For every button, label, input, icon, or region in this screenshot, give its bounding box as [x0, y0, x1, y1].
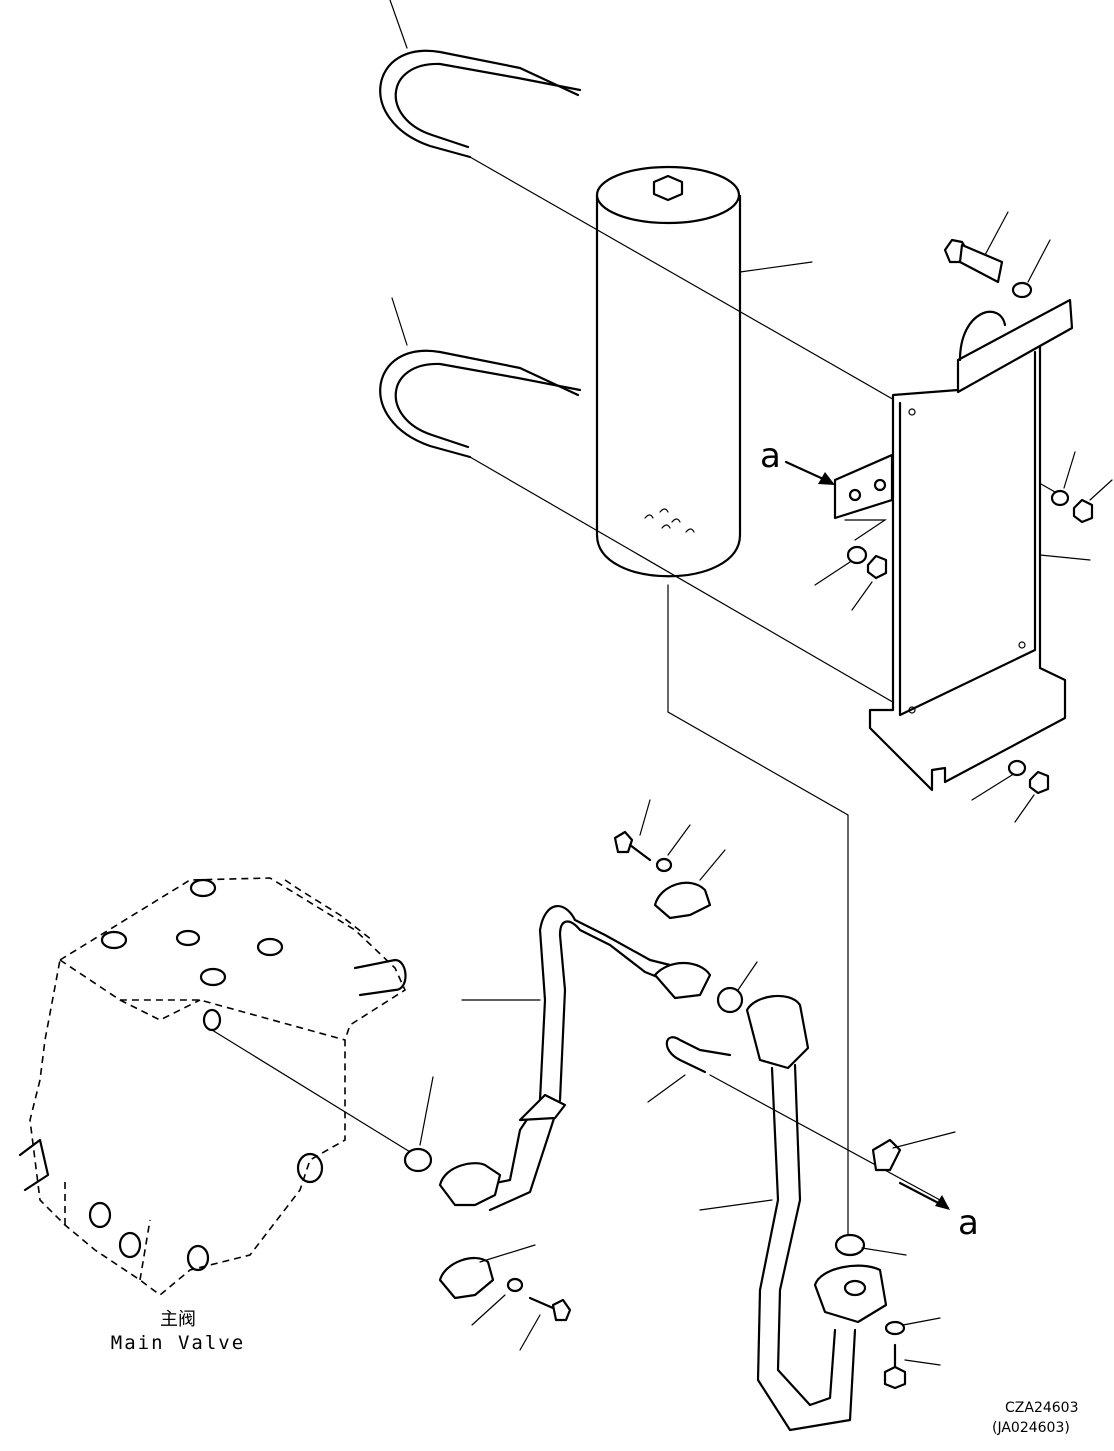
u-bolt-lower [379, 297, 582, 459]
o-rings [716, 961, 907, 1257]
tube-flange-bolt [883, 1317, 941, 1390]
view-arrow-top-label: a [760, 436, 781, 476]
bracket-bolt-top [943, 211, 1051, 299]
bracket-nuts [814, 451, 1113, 823]
view-arrow-bottom: a [898, 1181, 979, 1243]
hose-assembly [438, 904, 712, 1212]
tube-clip [871, 1131, 956, 1172]
main-valve-label-en: Main Valve [111, 1332, 245, 1354]
hose-clamps [438, 799, 726, 1351]
u-bolt-top [379, 0, 582, 159]
mounting-bracket [833, 298, 1091, 792]
view-arrow-bottom-label: a [958, 1203, 979, 1243]
u-bolt-small [647, 1036, 732, 1103]
drawing-code: CZA24603 [1005, 1400, 1078, 1416]
view-arrow-top: a [760, 436, 835, 485]
main-valve-label-cn: 主阀 [160, 1309, 196, 1330]
steel-tube [699, 994, 888, 1432]
main-valve [18, 877, 434, 1297]
drawing-code-alt: (JA024603) [992, 1420, 1070, 1436]
filter-canister [595, 165, 813, 578]
